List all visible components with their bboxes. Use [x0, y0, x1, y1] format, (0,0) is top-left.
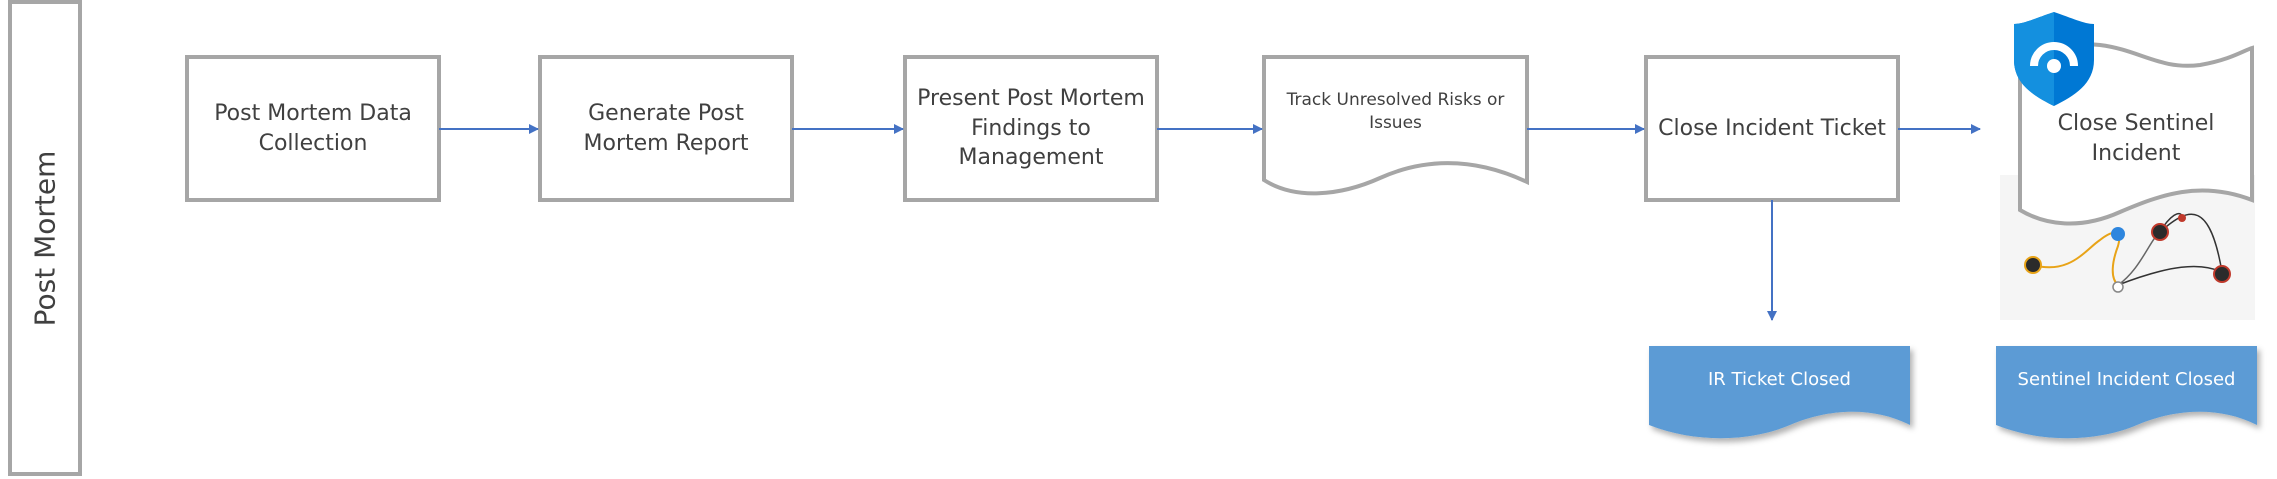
step-close-ticket-shape [1644, 55, 1900, 202]
step-close-ticket-label: Close Incident Ticket [1658, 115, 1886, 141]
step-track-shape [1262, 55, 1529, 196]
lane-header [8, 0, 82, 476]
step-report-label: Generate Post Mortem Report [583, 100, 749, 156]
output-sentinel-closed-shape [1996, 346, 2257, 439]
output-ir-closed-shape [1649, 346, 1910, 439]
step-present-label: Present Post Mortem Findings to Manageme… [917, 85, 1145, 171]
output-ir-closed-label: IR Ticket Closed [1708, 368, 1851, 390]
step-collect-label: Post Mortem Data Collection [214, 100, 412, 156]
output-sentinel-closed-label: Sentinel Incident Closed [2017, 368, 2236, 390]
step-collect-shape [185, 55, 441, 202]
step-close-sentinel-label: Close Sentinel Incident [2057, 111, 2215, 166]
step-track-label: Track Unresolved Risks or Issues [1286, 90, 1505, 133]
sentinel-shield-icon [2014, 12, 2094, 106]
lane-label-container: Post Mortem [10, 2, 80, 474]
step-report-shape [538, 55, 794, 202]
lane-label: Post Mortem [28, 150, 62, 326]
